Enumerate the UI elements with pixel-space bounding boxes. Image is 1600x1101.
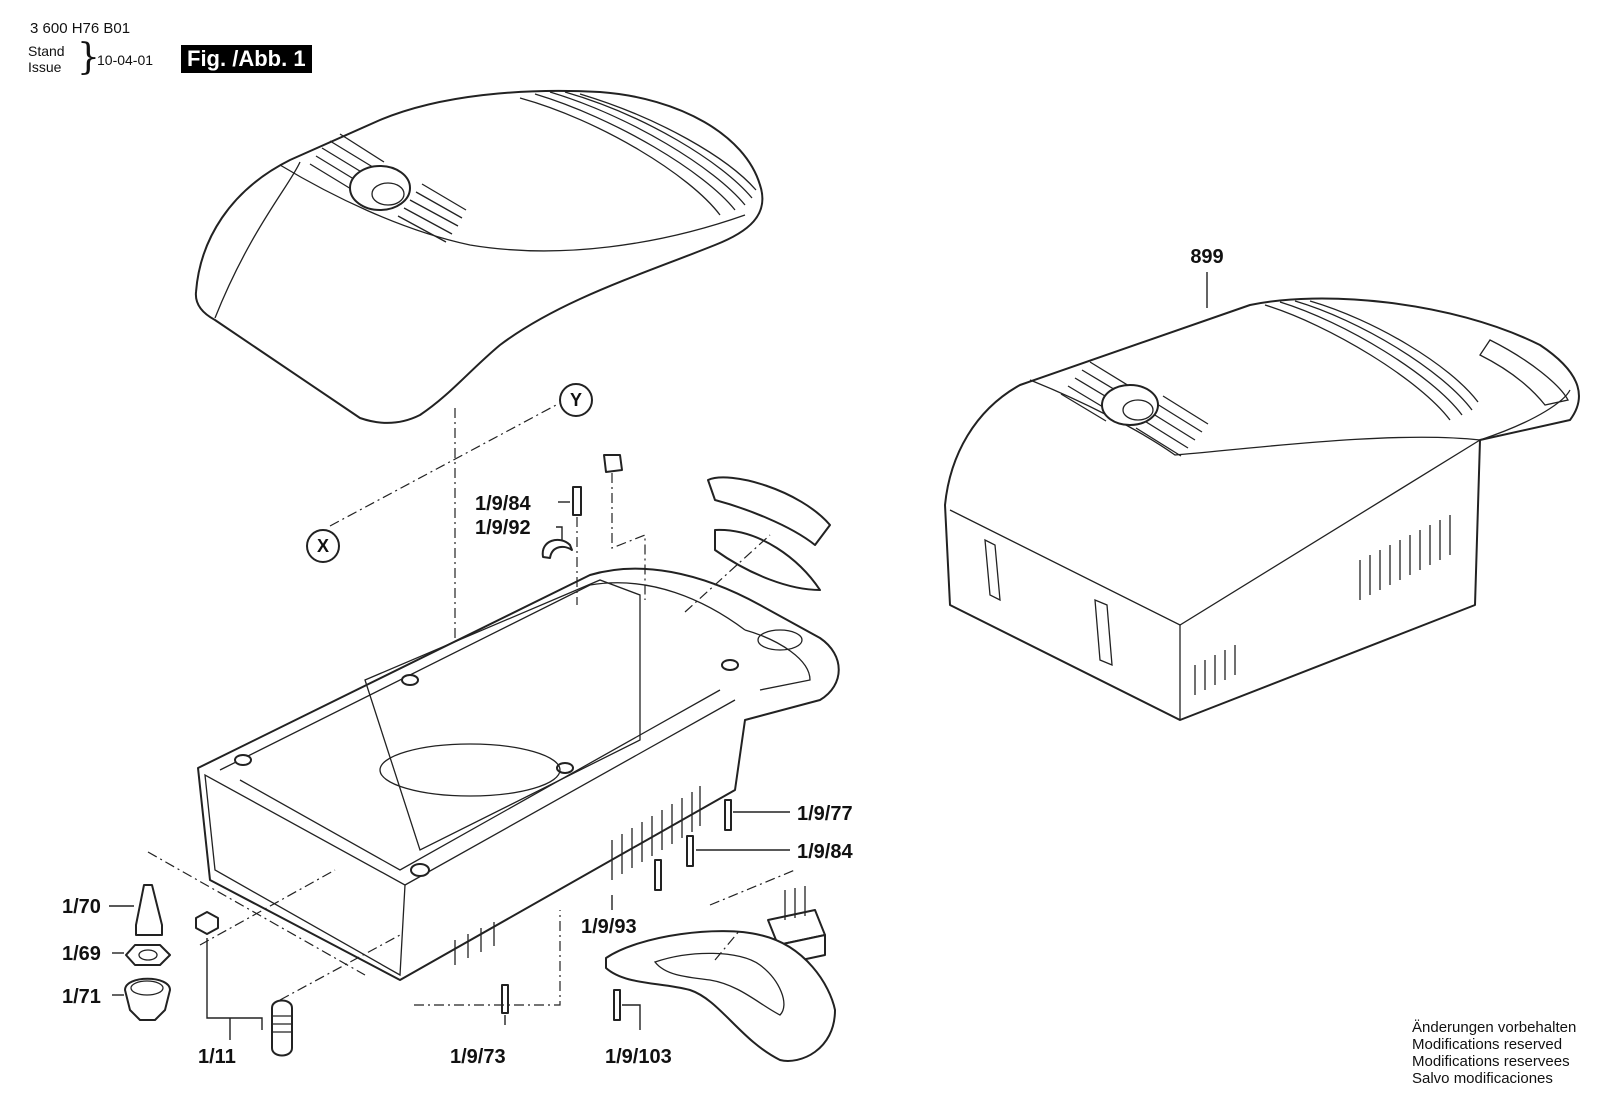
disclaimer-de: Änderungen vorbehalten (1412, 1019, 1577, 1036)
foot-pad-part (605, 930, 836, 1062)
figure-label: Fig. /Abb. 1 (181, 45, 312, 73)
clip-nut-part (603, 454, 623, 473)
label-1-69: 1/69 (62, 943, 101, 965)
label-1-9-103: 1/9/103 (605, 1046, 672, 1068)
label-1-9-84-right: 1/9/84 (797, 841, 853, 863)
label-1-70: 1/70 (62, 896, 101, 918)
connector-1-71 (124, 977, 171, 1021)
label-1-9-84-top: 1/9/84 (475, 493, 531, 515)
stand-issue-labels: Stand Issue (28, 43, 65, 75)
label-1-9-77: 1/9/77 (797, 803, 853, 825)
label-1-71: 1/71 (62, 986, 101, 1008)
modifications-disclaimer: Änderungen vorbehalten Modifications res… (1412, 1019, 1576, 1087)
label-1-9-92: 1/9/92 (475, 517, 531, 539)
assembled-unit-899 (944, 297, 1580, 721)
label-1-11: 1/11 (198, 1046, 236, 1068)
axis-marker-x-label: X (317, 536, 329, 556)
disclaimer-es: Salvo modificaciones (1412, 1070, 1553, 1087)
screw-1-9-84 (686, 835, 694, 867)
screw-1-9-77 (724, 799, 732, 831)
base-side-ribs (454, 786, 701, 965)
top-cover-part (194, 89, 764, 424)
disclaimer-fr: Modifications reservees (1412, 1053, 1570, 1070)
issue-label: Issue (28, 59, 62, 75)
axis-marker-x (306, 529, 340, 563)
label-1-9-73: 1/9/73 (450, 1046, 506, 1068)
stand-label: Stand (28, 43, 65, 59)
document-number: 3 600 H76 B01 (30, 20, 131, 37)
label-1-9-93: 1/9/93 (581, 916, 637, 938)
screw-1-9-103 (613, 989, 621, 1021)
nozzle-1-70 (135, 884, 163, 936)
axis-x-y-line (329, 403, 559, 527)
disclaimer-en: Modifications reserved (1412, 1036, 1563, 1053)
end-cap-part (707, 476, 831, 591)
screw-1-9-84-top (572, 486, 582, 516)
screw-1-9-73 (501, 984, 509, 1014)
brace-glyph: } (77, 37, 100, 78)
axis-marker-y-label: Y (570, 390, 582, 410)
cable-clamp-1-9-92 (541, 538, 573, 559)
cover-vent-slots (309, 133, 467, 243)
washer-part (195, 911, 219, 935)
issue-date: 10-04-01 (97, 52, 154, 68)
fitting-1-11 (271, 999, 293, 1057)
screw-1-9-93 (654, 859, 662, 891)
cover-hole (349, 165, 411, 211)
label-899: 899 (1190, 246, 1223, 268)
cover-ribs (519, 91, 757, 216)
nut-1-69 (125, 944, 171, 966)
axis-marker-y (559, 383, 593, 417)
base-housing-part (197, 567, 840, 981)
